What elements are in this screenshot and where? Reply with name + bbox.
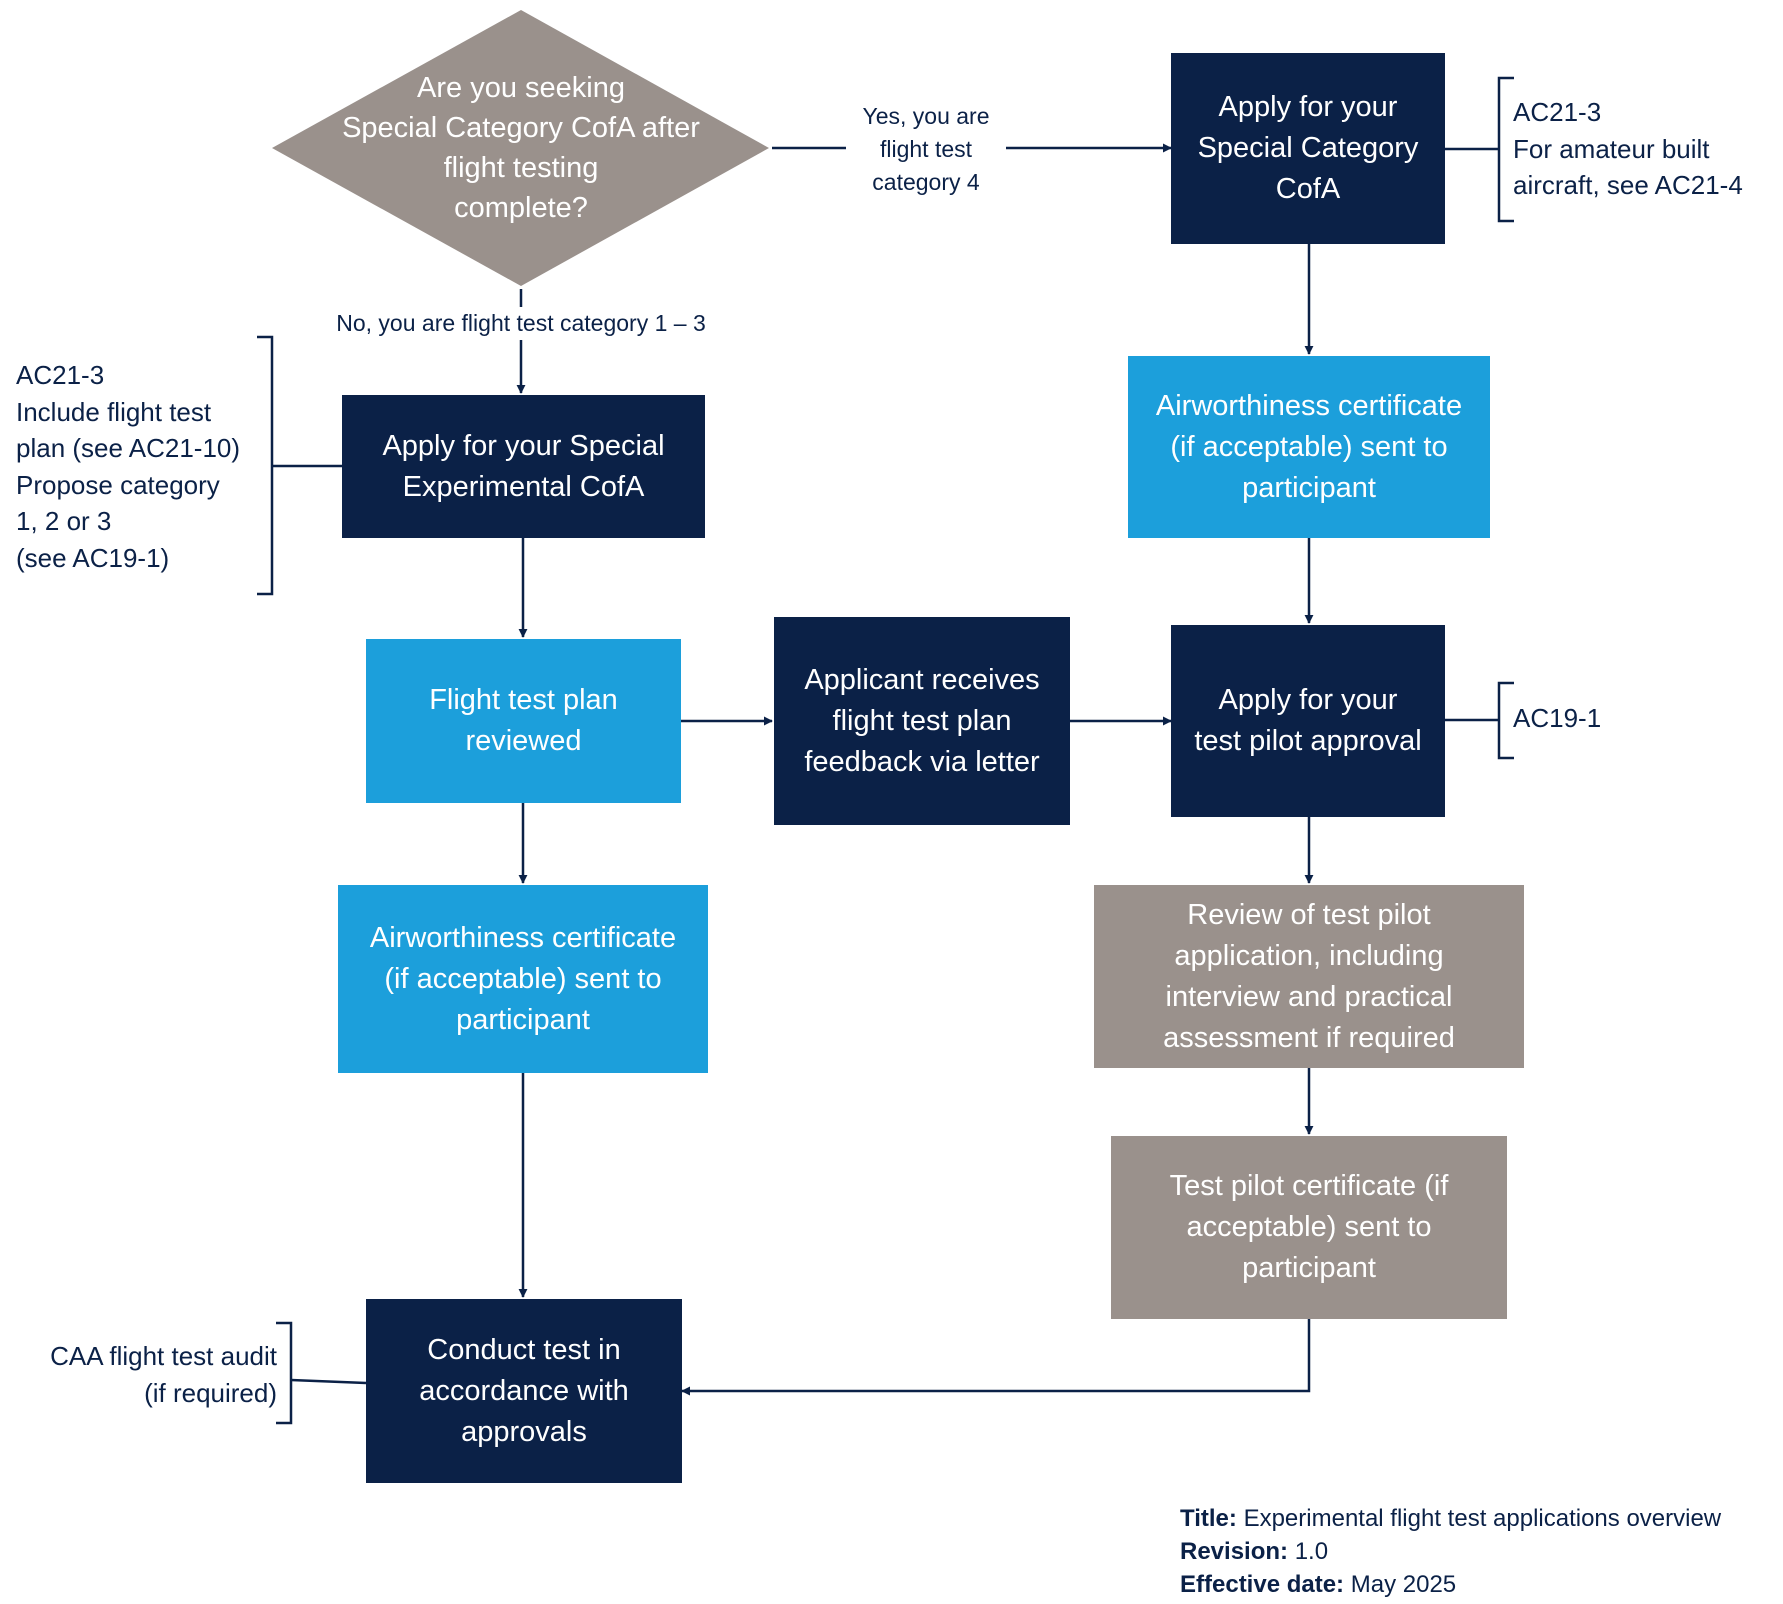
node-text-line: participant [1242,471,1376,504]
note-test-pilot: AC19-1 [1513,700,1601,737]
edge-certificate-to-conduct [681,1319,1311,1396]
footer-revision-label: Revision: [1180,1538,1289,1565]
footer-metadata: Title: Experimental flight test applicat… [1180,1502,1721,1601]
no-label-line: No, you are flight test category 1 – 3 [336,310,706,336]
footer-title-value: Experimental flight test applications ov… [1243,1505,1722,1532]
node-text-line: Flight test plan [429,684,618,716]
no-label: No, you are flight test category 1 – 3 [314,307,728,340]
note-line: AC21-3 [16,360,105,390]
node-airworthiness-right: Airworthiness certificate (if acceptable… [1128,356,1490,538]
node-text-line: Apply for your [1218,91,1398,123]
node-text-line: (if acceptable) sent to [384,962,662,995]
yes-label-line: Yes, you are [862,103,990,129]
node-text-line: Apply for your [1218,684,1398,716]
bracket-audit-connector [290,1378,367,1385]
note-line: AC19-1 [1513,703,1602,733]
node-text-line: Test pilot certificate (if [1169,1170,1449,1202]
node-text-line: participant [1242,1252,1376,1284]
node-text-line: reviewed [465,725,582,757]
decision-text-line: Are you seeking [417,72,625,104]
node-text-line: CofA [1275,173,1341,205]
node-text-line: assessment if required [1163,1021,1455,1054]
node-text-line: Special Category [1197,132,1419,164]
node-conduct-test: Conduct test in accordance with approval… [366,1299,682,1483]
footer-effective-label: Effective date: [1180,1571,1345,1598]
note-line: aircraft, see AC21-4 [1513,170,1743,200]
decision-text-line: Special Category CofA after [342,112,700,144]
node-text-line: Apply for your Special [382,429,665,462]
yes-label-line: category 4 [872,169,980,195]
node-test-pilot-certificate: Test pilot certificate (if acceptable) s… [1111,1136,1507,1319]
node-text-line: Conduct test in [427,1333,621,1366]
node-apply-special-category: Apply for your Special Category CofA [1171,53,1445,244]
bracket-test-pilot [1497,681,1514,760]
note-line: Include flight test [16,396,212,427]
node-text-line: interview and practical [1165,980,1453,1013]
bracket-special-category [1497,76,1514,223]
node-text-line: feedback via letter [804,745,1040,778]
note-line: plan (see AC21-10) [16,433,241,463]
node-review-test-pilot: Review of test pilot application, includ… [1094,885,1524,1068]
node-text-line: Review of test pilot [1187,898,1431,931]
node-airworthiness-left: Airworthiness certificate (if acceptable… [338,885,708,1073]
footer-revision-row: Revision: 1.0 [1180,1535,1721,1568]
node-text-line: Airworthiness certificate [369,921,677,954]
node-text-line: Airworthiness certificate [1155,389,1463,422]
bracket-audit [276,1321,293,1425]
node-text-line: application, including [1174,939,1444,972]
note-line: 1, 2 or 3 [16,506,112,536]
decision-text: Are you seeking Special Category CofA af… [300,68,742,228]
node-text-line: acceptable) sent to [1186,1211,1432,1243]
note-line: (if required) [144,1377,277,1408]
footer-title-label: Title: [1180,1505,1237,1532]
node-apply-test-pilot: Apply for your test pilot approval [1171,625,1445,817]
node-text-line: Applicant receives [804,663,1040,696]
bracket-experimental [257,335,274,596]
note-line: For amateur built [1513,133,1710,164]
node-flight-test-plan-reviewed: Flight test plan reviewed [366,639,681,803]
footer-effective-row: Effective date: May 2025 [1180,1568,1721,1601]
node-text-line: participant [456,1003,590,1036]
node-text-line: flight test plan [832,704,1012,737]
note-line: (see AC19-1) [16,542,170,573]
note-audit: CAA flight test audit (if required) [20,1338,277,1411]
decision-text-line: flight testing [443,152,599,184]
decision-diamond [272,10,769,286]
note-line: CAA flight test audit [50,1341,277,1371]
footer-effective-value: May 2025 [1350,1571,1457,1598]
footer-revision-value: 1.0 [1294,1538,1329,1565]
yes-label: Yes, you are flight test category 4 [846,100,1006,199]
node-text-line: (if acceptable) sent to [1170,430,1448,463]
note-line: Propose category [16,469,220,500]
node-text-line: test pilot approval [1194,725,1422,757]
note-line: AC21-3 [1513,97,1602,127]
node-applicant-feedback: Applicant receives flight test plan feed… [774,617,1070,825]
decision-text-line: complete? [454,192,588,224]
node-text-line: approvals [461,1415,587,1448]
yes-label-line: flight test [879,136,973,162]
note-special-category: AC21-3 For amateur built aircraft, see A… [1513,94,1743,204]
node-text-line: accordance with [419,1374,629,1407]
footer-title-row: Title: Experimental flight test applicat… [1180,1502,1721,1535]
node-apply-special-experimental: Apply for your Special Experimental CofA [342,395,705,538]
node-text-line: Experimental CofA [402,470,645,503]
note-experimental: AC21-3 Include flight test plan (see AC2… [16,357,240,576]
